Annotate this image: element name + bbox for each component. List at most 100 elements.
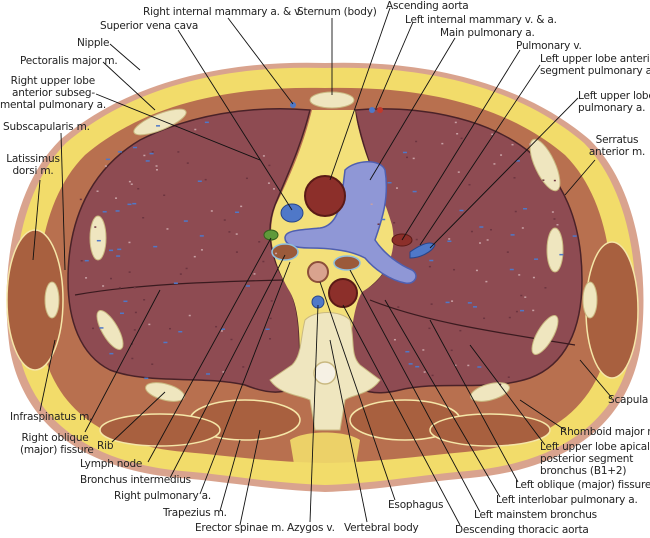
leader-pulmonary-vein [401,49,521,241]
label-left-upper-lobe-anterior-segment: Left upper lobe anterior segment pulmona… [540,53,650,77]
lung-texture-mark [430,303,433,305]
lung-texture-mark [204,121,209,124]
lung-texture-mark [377,223,380,225]
lung-texture-mark [92,327,95,330]
leader-azygos [309,304,319,523]
lung-texture-mark [268,164,271,167]
leader-right-oblique-fissure [84,289,161,433]
lung-texture-mark [148,323,151,326]
lung-texture-mark [253,273,256,275]
lung-texture-mark [524,296,527,298]
lung-texture-mark [393,338,396,341]
lung-texture-mark [542,179,545,181]
leader-bronchus-intermedius [169,254,286,479]
leader-scapula [579,359,613,399]
lung-texture-mark [408,363,413,365]
lung-texture-mark [447,240,452,243]
leader-left-upper-lobe-pa [429,97,579,249]
leader-pectoralis-major [102,61,156,111]
label-trapezius: Trapezius m. [163,507,227,519]
label-rhomboid-major: Rhomboid major m. [560,426,650,438]
lung-texture-mark [450,349,453,352]
lung-texture-mark [206,373,211,375]
lung-texture-mark [128,241,131,244]
leader-descending-aorta [342,304,461,526]
lung-texture-mark [483,317,486,320]
lung-texture-mark [515,160,520,162]
lung-texture-mark [509,268,514,271]
leader-esophagus [319,281,396,501]
lung-texture-mark [428,327,431,330]
lung-texture-mark [134,311,137,314]
lung-texture-mark [415,238,418,241]
lung-texture-mark [119,312,124,315]
lung-texture-mark [269,338,272,340]
label-right-oblique-fissure: Right oblique (major) fissure [20,432,94,456]
label-scapula: Scapula [608,394,649,406]
leader-rib [111,391,166,443]
lung-texture-mark [200,249,203,251]
lung-texture-mark [166,228,169,230]
lung-texture-mark [245,177,248,180]
ascending-aorta [304,175,346,217]
lung-texture-mark [395,187,398,189]
leader-erector-spinae [239,429,261,526]
lung-texture-mark [240,205,243,208]
leader-ascending-aorta [329,7,391,181]
lung-texture-mark [133,286,136,289]
lung-texture-mark [109,277,112,280]
lung-texture-mark [448,238,451,240]
lung-texture-mark [228,231,231,233]
label-left-internal-mammary: Left internal mammary v. & a. [405,14,557,26]
lung-texture-mark [199,235,204,237]
lung-texture-mark [145,160,150,162]
lung-texture-mark [506,251,509,253]
leader-infraspinatus [39,339,56,412]
lung-texture-mark [94,226,97,228]
lung-texture-mark [460,137,463,140]
lung-texture-mark [518,274,521,276]
lung-texture-mark [223,219,226,221]
lung-texture-mark [144,377,149,380]
lung-texture-mark [270,300,273,302]
lung-texture-mark [102,285,105,287]
leader-left-internal-mammary [375,21,414,109]
lung-texture-mark [454,121,457,124]
lung-texture-mark [454,364,457,367]
lung-texture-mark [123,300,128,303]
intermuscular-fat [290,432,360,474]
main-pulmonary-artery [284,161,417,284]
lung-texture-mark [572,235,577,237]
lung-texture-mark [500,154,503,156]
left-upper-lobe-pulmonary-artery [409,242,436,259]
lung-texture-mark [109,249,114,252]
leader-rhomboid-major [519,399,566,431]
lung-texture-mark [128,180,131,183]
lung-texture-mark [99,327,104,329]
lung-texture-mark [153,245,158,248]
lung-texture-mark [415,365,420,368]
lung-texture-mark [116,255,121,257]
lung-texture-mark [142,217,145,219]
lung-texture-mark [499,383,502,386]
lung-texture-mark [104,165,107,167]
lung-texture-mark [520,309,525,312]
lung-texture-mark [128,271,131,273]
lung-texture-mark [262,260,265,263]
lung-texture-mark [523,208,528,210]
lung-texture-mark [193,255,196,258]
lung-texture-mark [457,171,460,173]
leader-left-mainstem [349,269,481,513]
lung-texture-mark [151,363,154,365]
lung-texture-mark [96,239,101,242]
leader-lymph-node [147,237,272,463]
lung-texture-mark [132,202,137,205]
lung-texture-mark [491,133,494,136]
label-left-upper-lobe-pulmonary: Left upper lobe pulmonary a. [578,90,650,114]
leader-latissimus-dorsi [32,179,41,261]
lung-texture-mark [85,277,88,279]
lung-texture-mark [143,154,146,157]
lung-texture-mark [470,230,473,233]
lung-texture-mark [109,352,114,355]
